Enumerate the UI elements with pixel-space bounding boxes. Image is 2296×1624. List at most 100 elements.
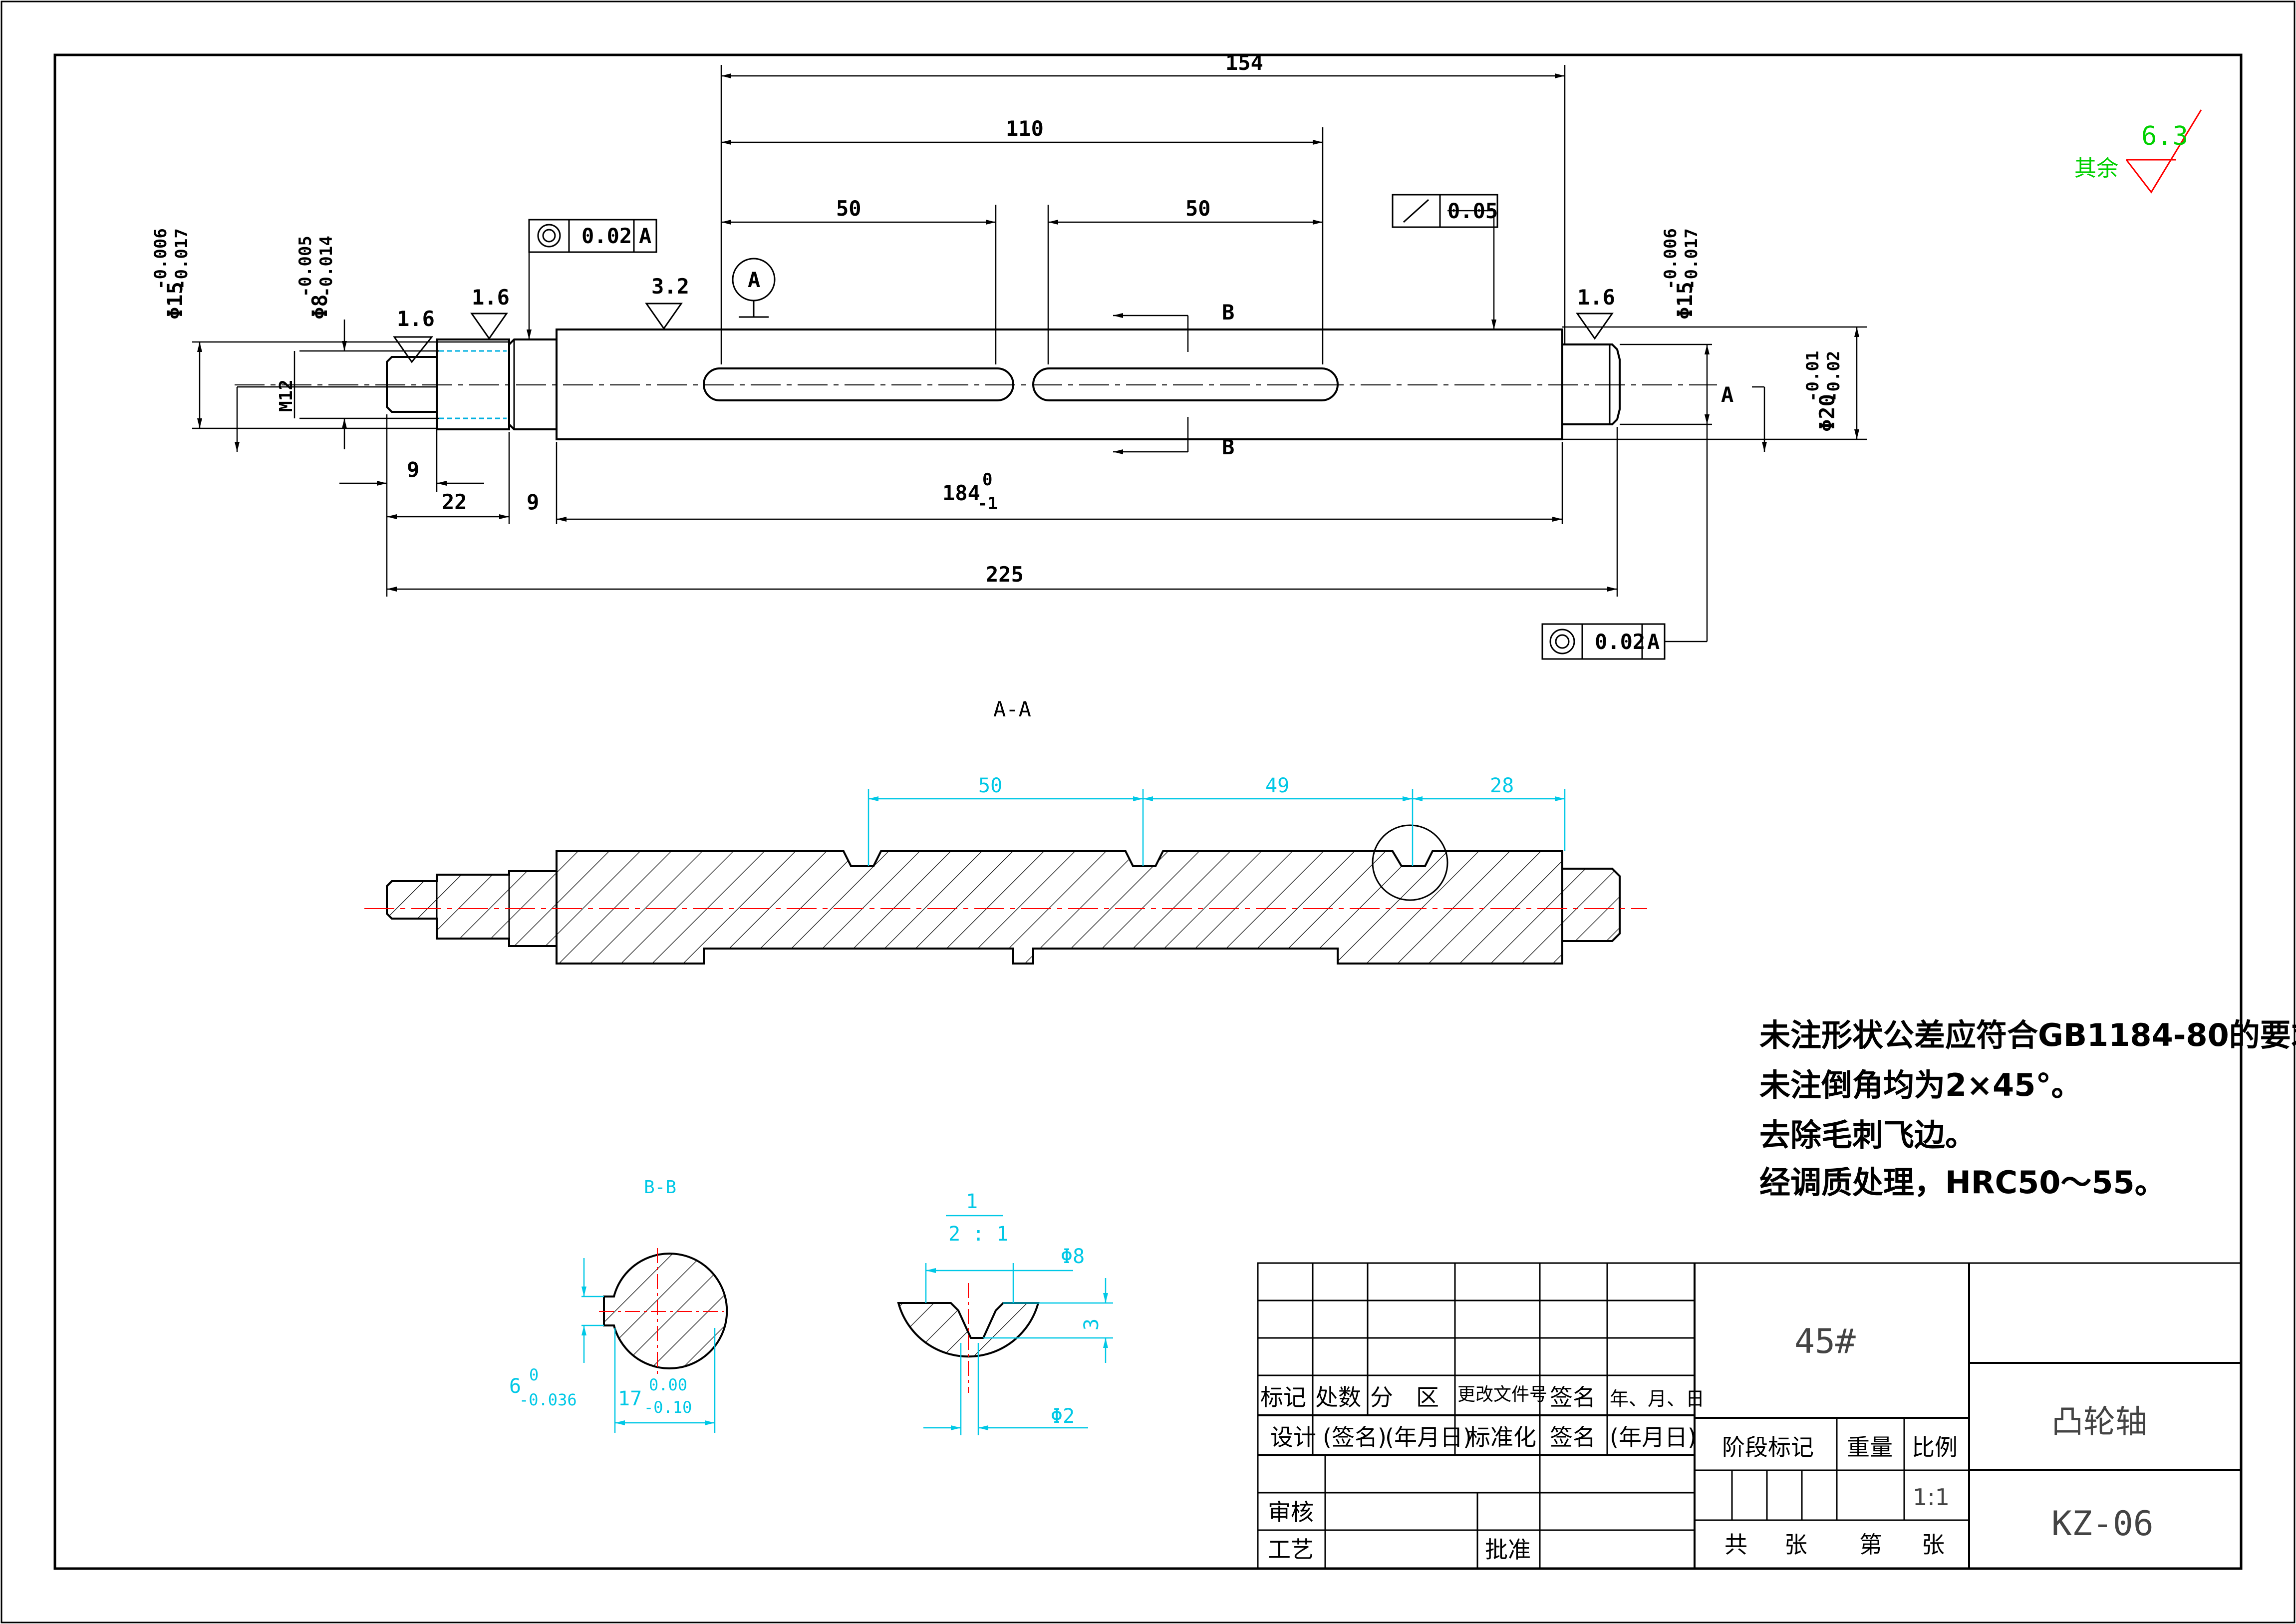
dim-9-left: 9 bbox=[407, 457, 419, 482]
dim-phi15-left: Φ15 -0.006 -0.017 bbox=[151, 228, 192, 320]
roughness-default-value: 6.3 bbox=[2141, 121, 2188, 151]
section-bb-view bbox=[581, 1248, 728, 1433]
roughness-default-prefix: 其余 bbox=[2074, 156, 2118, 181]
dim-184: 184 bbox=[942, 481, 980, 505]
tb-scale: 1:1 bbox=[1913, 1484, 1950, 1511]
tb-weight: 重量 bbox=[1847, 1434, 1893, 1461]
dim-22: 22 bbox=[442, 490, 467, 514]
datum-a-label: A bbox=[748, 268, 760, 292]
note-4: 经调质处理，HRC50～55。 bbox=[1759, 1164, 2166, 1201]
dim-m12: M12 bbox=[276, 379, 296, 412]
detail-dim-phi2: Φ2 bbox=[1051, 1405, 1075, 1428]
keyway-left bbox=[703, 367, 1014, 401]
gdt-left-datum: A bbox=[639, 224, 651, 248]
svg-text:-0.006: -0.006 bbox=[1661, 228, 1681, 290]
tb-std: 标准化 bbox=[1467, 1424, 1536, 1451]
gdt-runout-value: 0.05 bbox=[1447, 199, 1498, 223]
detail-scale-bottom: 2 : 1 bbox=[948, 1223, 1008, 1246]
detail-scale-top: 1 bbox=[966, 1190, 978, 1213]
datum-a-right-label: A bbox=[1721, 382, 1733, 407]
tb-page: 第 bbox=[1859, 1531, 1882, 1558]
shaft-outline bbox=[386, 328, 1621, 440]
tb-mark: 标记 bbox=[1260, 1384, 1306, 1411]
dim-9-mid: 9 bbox=[527, 490, 539, 514]
bb-dim-6-lower: -0.036 bbox=[519, 1390, 577, 1409]
dim-110: 110 bbox=[1006, 116, 1044, 141]
svg-text:-0.02: -0.02 bbox=[1824, 351, 1844, 402]
section-b-bottom: B bbox=[1222, 435, 1234, 459]
gdt-frame-runout bbox=[1392, 194, 1498, 228]
tb-doc: 更改文件号 bbox=[1457, 1384, 1547, 1405]
roughness-symbols-main bbox=[393, 303, 1614, 363]
gdt-frame-bottom bbox=[1541, 623, 1666, 660]
roughness-r2: 1.6 bbox=[472, 285, 510, 310]
dim-phi15-right: Φ15 -0.006 -0.017 bbox=[1661, 228, 1702, 320]
svg-text:Φ20: Φ20 bbox=[1815, 394, 1839, 432]
bb-dim-6: 6 bbox=[509, 1375, 521, 1398]
tb-process: 工艺 bbox=[1268, 1536, 1314, 1563]
detail-view bbox=[897, 1263, 1113, 1435]
detail-circle bbox=[1372, 824, 1448, 901]
bb-dim-17-upper: 0.00 bbox=[649, 1375, 687, 1394]
tb-review: 审核 bbox=[1268, 1499, 1314, 1526]
tb-sheets: 张 bbox=[1784, 1531, 1807, 1558]
svg-text:-0.005: -0.005 bbox=[295, 236, 315, 297]
bb-dim-6-upper: 0 bbox=[529, 1365, 539, 1384]
gdt-frame-left bbox=[528, 219, 657, 253]
tb-sign: 签名 bbox=[1550, 1384, 1596, 1411]
tb-part-name: 凸轮轴 bbox=[2051, 1404, 2147, 1441]
dim-phi8: Φ8 -0.005 -0.014 bbox=[295, 236, 336, 320]
section-aa-body bbox=[386, 850, 1621, 965]
detail-dim-3: 3 bbox=[1080, 1318, 1103, 1330]
tb-approve: 批准 bbox=[1485, 1536, 1531, 1563]
tb-stage: 阶段标记 bbox=[1722, 1434, 1814, 1461]
svg-text:-0.017: -0.017 bbox=[1682, 228, 1702, 290]
dim-50-left: 50 bbox=[836, 196, 861, 221]
svg-text:-0.01: -0.01 bbox=[1803, 351, 1823, 402]
aa-dim-49: 49 bbox=[1265, 774, 1289, 797]
section-aa-view bbox=[364, 789, 1647, 965]
roughness-r4: 1.6 bbox=[1577, 285, 1615, 310]
detail-dim-phi8: Φ8 bbox=[1061, 1245, 1085, 1268]
note-3: 去除毛刺飞边。 bbox=[1759, 1117, 1976, 1153]
svg-text:-0.014: -0.014 bbox=[316, 236, 336, 297]
svg-text:Φ8: Φ8 bbox=[307, 294, 332, 320]
note-2: 未注倒角均为2×45°。 bbox=[1759, 1067, 2082, 1103]
tb-count: 处数 bbox=[1315, 1384, 1361, 1411]
roughness-default-symbol: 其余 6.3 bbox=[2074, 109, 2202, 194]
svg-text:Φ15: Φ15 bbox=[1673, 282, 1697, 320]
tb-drawing-no: KZ-06 bbox=[2051, 1504, 2154, 1544]
tb-date: 年、月、日 bbox=[1610, 1388, 1705, 1410]
section-aa-title: A-A bbox=[993, 697, 1031, 721]
tb-date2: (年月日) bbox=[1610, 1424, 1697, 1451]
inner-frame bbox=[53, 53, 2243, 1570]
tb-zone: 分 区 bbox=[1370, 1384, 1439, 1411]
title-block bbox=[1257, 1262, 2242, 1570]
tb-design-sign: (签名) bbox=[1323, 1424, 1387, 1451]
bb-dim-17: 17 bbox=[618, 1387, 642, 1410]
section-bb-title: B-B bbox=[644, 1177, 676, 1198]
tb-material: 45# bbox=[1794, 1322, 1856, 1361]
dim-184-lower: -1 bbox=[977, 494, 998, 514]
tb-design: 设计 bbox=[1270, 1424, 1316, 1451]
main-view-dimensions bbox=[192, 65, 1867, 643]
tb-ratio: 比例 bbox=[1912, 1434, 1958, 1461]
svg-text:M12: M12 bbox=[276, 379, 296, 412]
roughness-r1: 1.6 bbox=[397, 307, 435, 331]
dim-phi20: Φ20 -0.01 -0.02 bbox=[1803, 351, 1844, 432]
svg-text:Φ15: Φ15 bbox=[163, 282, 187, 320]
tb-sign2: 签名 bbox=[1550, 1424, 1596, 1451]
gdt-bottom-datum: A bbox=[1647, 630, 1660, 654]
svg-text:-0.006: -0.006 bbox=[151, 228, 171, 290]
aa-dim-28: 28 bbox=[1490, 774, 1514, 797]
tb-sheet2: 张 bbox=[1922, 1531, 1945, 1558]
svg-text:-0.017: -0.017 bbox=[172, 228, 192, 290]
aa-dim-50: 50 bbox=[978, 774, 1002, 797]
note-1: 未注形状公差应符合GB1184-80的要求。 bbox=[1759, 1017, 2296, 1053]
main-view bbox=[235, 328, 1717, 440]
datum-a-symbol bbox=[732, 258, 776, 318]
dim-50-right: 50 bbox=[1185, 196, 1211, 221]
dim-225: 225 bbox=[986, 562, 1024, 587]
